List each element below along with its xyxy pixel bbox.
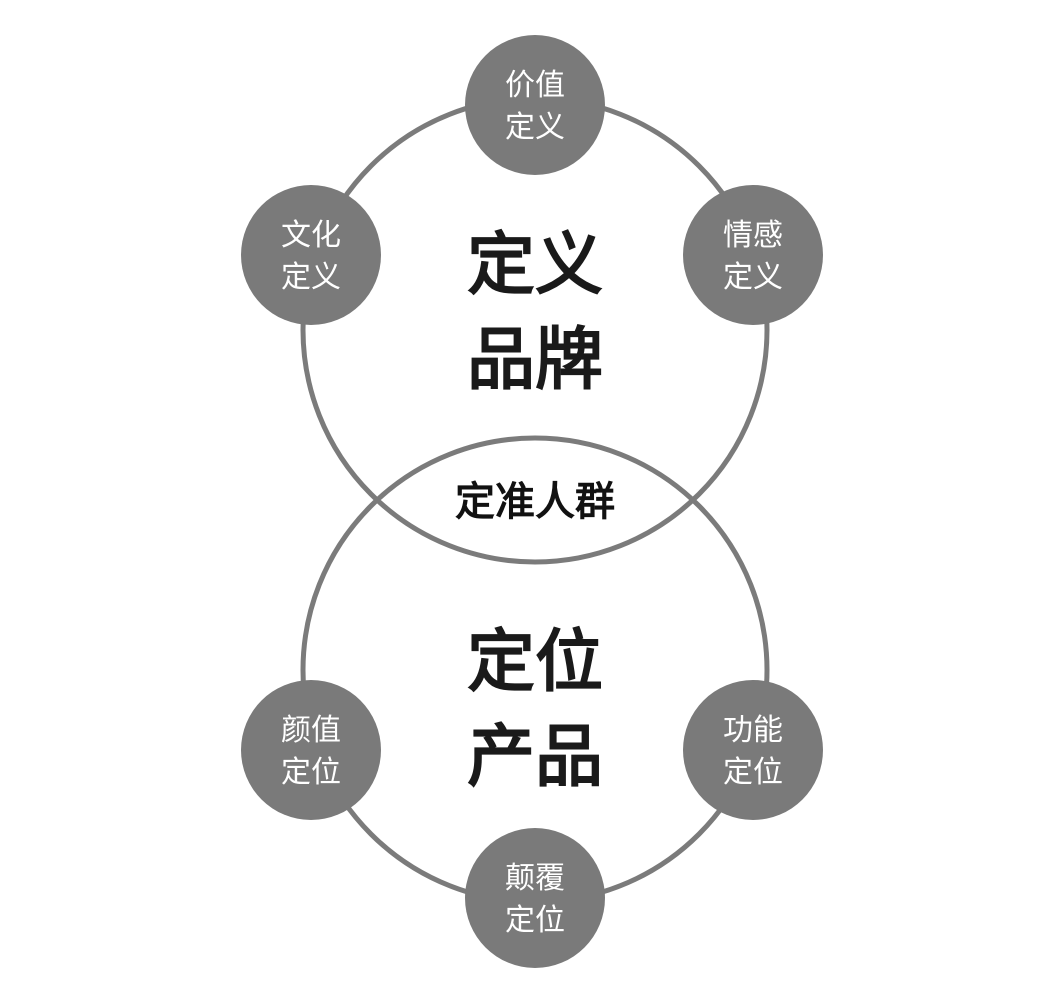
brand-node-emotion-line2: 定义 xyxy=(723,260,783,295)
brand-node-value: 价值 定义 xyxy=(465,35,605,175)
brand-node-value-line2: 定义 xyxy=(505,110,565,145)
product-node-disruption-line1: 颠覆 xyxy=(505,861,565,896)
overlap-label: 定准人群 xyxy=(455,479,615,525)
product-node-disruption-line2: 定位 xyxy=(505,903,565,938)
product-node-disruption-circle xyxy=(465,828,605,968)
product-node-appearance-circle xyxy=(241,680,381,820)
brand-title-line2: 品牌 xyxy=(467,321,603,400)
product-title-line2: 产品 xyxy=(467,718,603,797)
product-node-appearance-line1: 颜值 xyxy=(281,713,341,748)
product-node-disruption: 颠覆 定位 xyxy=(465,828,605,968)
product-title-line1: 定位 xyxy=(467,623,603,702)
brand-node-culture-line1: 文化 xyxy=(281,218,341,253)
brand-node-value-line1: 价值 xyxy=(505,68,565,103)
brand-node-culture-line2: 定义 xyxy=(281,260,341,295)
brand-node-culture: 文化 定义 xyxy=(241,185,381,325)
product-node-appearance: 颜值 定位 xyxy=(241,680,381,820)
brand-node-emotion-line1: 情感 xyxy=(723,218,783,253)
product-node-function-circle xyxy=(683,680,823,820)
brand-node-emotion-circle xyxy=(683,185,823,325)
product-node-function-line1: 功能 xyxy=(723,713,783,748)
brand-node-culture-circle xyxy=(241,185,381,325)
product-node-function-line2: 定位 xyxy=(723,755,783,790)
brand-node-emotion: 情感 定义 xyxy=(683,185,823,325)
product-node-appearance-line2: 定位 xyxy=(281,755,341,790)
product-node-function: 功能 定位 xyxy=(683,680,823,820)
brand-node-value-circle xyxy=(465,35,605,175)
brand-title-line1: 定义 xyxy=(467,226,603,305)
